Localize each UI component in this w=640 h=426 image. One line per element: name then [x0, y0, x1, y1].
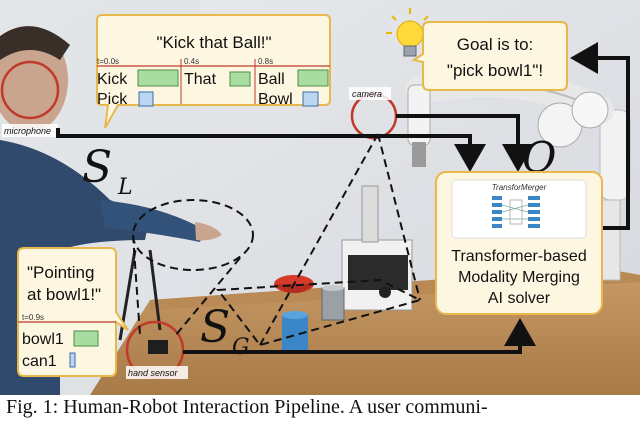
time-1: 0.4s — [184, 57, 199, 66]
goal-bubble: Goal is to: "pick bowl1"! — [411, 21, 568, 91]
time-0: t=0.0s — [97, 57, 119, 66]
hand-sensor-label: hand sensor — [128, 368, 179, 378]
pointing-line2: at bowl1!" — [27, 285, 101, 304]
merger-line1: Transformer-based — [451, 248, 586, 265]
s-l-subscript: L — [117, 175, 133, 200]
transformerger-box: TransforMerger Transformer-based Modalit… — [435, 171, 603, 315]
s-g-arrow — [183, 318, 536, 354]
hand-sensor-device — [148, 340, 168, 354]
word-that: That — [184, 71, 217, 88]
speech-bubble: "Kick that Ball!" t=0.0s 0.4s 0.8s Kick … — [96, 14, 331, 129]
output-arrow — [570, 42, 630, 230]
network-diagram-icon — [492, 196, 540, 228]
s-l-symbol: S — [82, 142, 112, 193]
merger-line2: Modality Merging — [458, 269, 580, 286]
time-2: 0.8s — [258, 57, 273, 66]
goal-line1: Goal is to: — [457, 35, 534, 54]
bowl-stand — [341, 185, 413, 311]
word-bowl: Bowl — [258, 91, 293, 108]
camera-arrow — [396, 114, 534, 172]
pointing-can1: can1 — [22, 353, 57, 370]
microphone-label: microphone — [4, 126, 51, 136]
s-g-subscript: G — [232, 335, 250, 360]
camera-label: camera — [352, 89, 382, 99]
camera-fov — [259, 133, 379, 346]
goal-line2: "pick bowl1"! — [447, 61, 543, 80]
pointing-time: t=0.9s — [22, 313, 44, 322]
pointing-region — [132, 199, 254, 271]
word-pick: Pick — [97, 91, 128, 108]
can — [321, 287, 345, 321]
s-l-arrow — [56, 128, 486, 172]
pointing-box: "Pointing at bowl1!" t=0.9s bowl1 can1 — [17, 247, 129, 377]
speech-quote: "Kick that Ball!" — [156, 33, 271, 52]
s-g-symbol: S — [200, 302, 230, 353]
microphone-highlight — [0, 60, 60, 120]
word-ball: Ball — [258, 71, 285, 88]
pointing-bowl1: bowl1 — [22, 331, 64, 348]
merger-line3: AI solver — [488, 290, 551, 307]
pointing-line1: "Pointing — [27, 263, 94, 282]
figure-caption: Fig. 1: Human-Robot Interaction Pipeline… — [6, 396, 488, 418]
pipeline-figure: "Kick that Ball!" t=0.0s 0.4s 0.8s Kick … — [0, 0, 640, 395]
merger-title: TransforMerger — [492, 183, 547, 192]
word-kick: Kick — [97, 71, 128, 88]
